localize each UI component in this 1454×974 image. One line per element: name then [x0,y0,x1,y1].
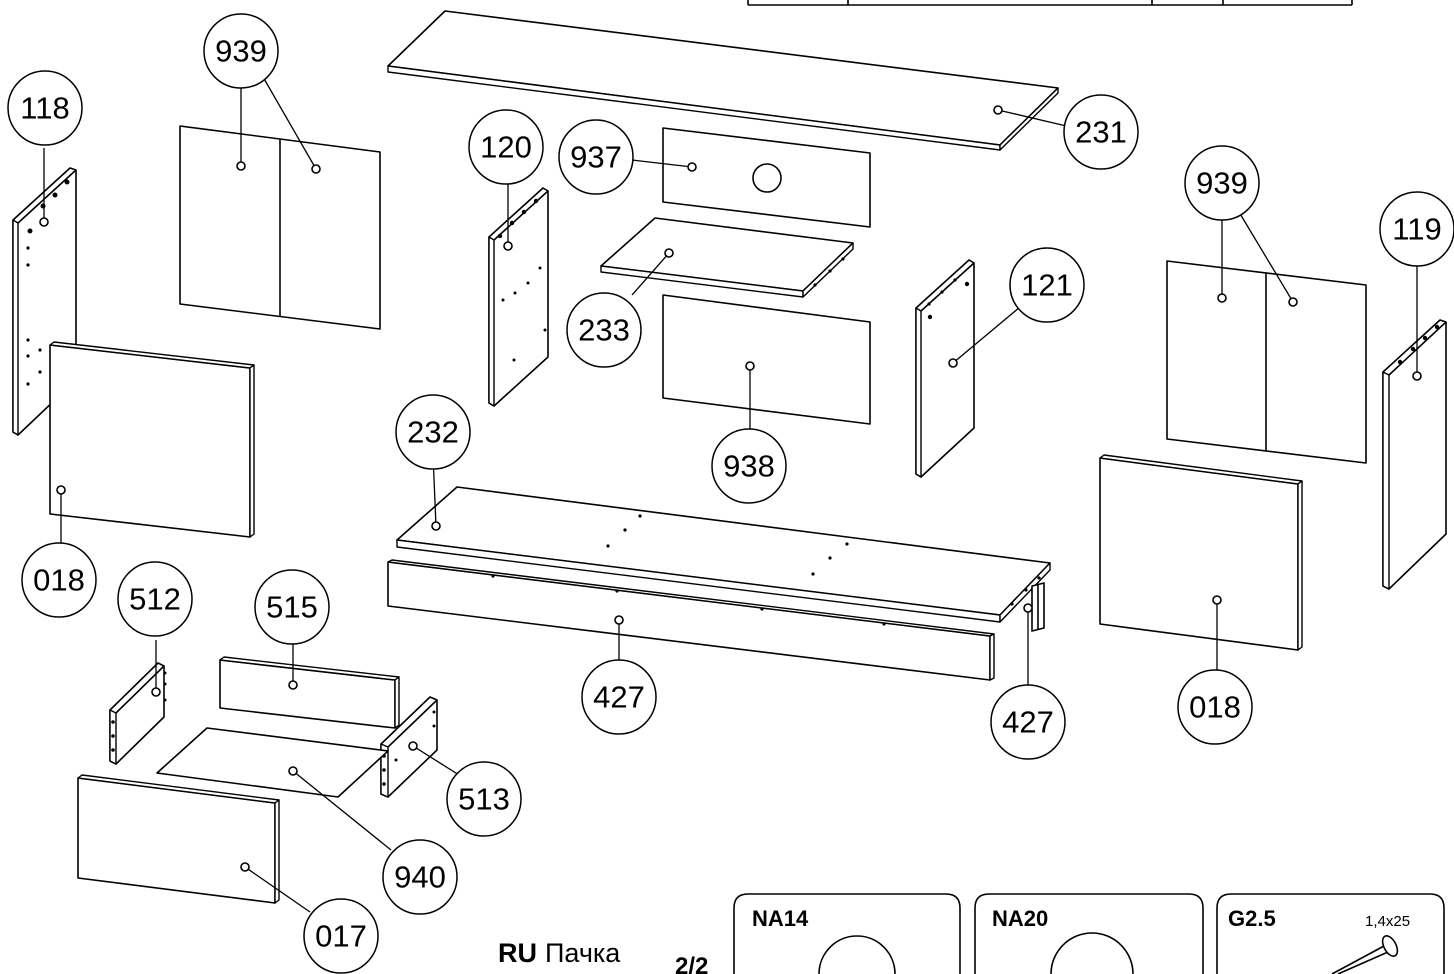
bubble-937: 937 [558,119,634,195]
package-word: Пачка [545,938,621,968]
bubble-427-front: 427 [581,659,657,735]
parts-table-fragment [747,0,1353,6]
panel-121 [915,259,1021,478]
label-515: 515 [266,590,318,625]
panel-018-left [49,341,255,545]
bubble-232: 232 [395,394,471,470]
label-937: 937 [570,140,622,175]
label-119: 119 [1392,212,1441,247]
label-427-front: 427 [593,680,645,715]
plinth-427-side [1023,582,1045,695]
bubble-938: 938 [711,428,787,504]
panel-232 [396,454,1051,623]
doors-939-left [179,69,381,330]
dowel-icon [818,935,896,974]
package-fraction: 2/2 [675,953,708,974]
hardware-label-g25: G2.5 [1228,906,1276,931]
label-018-right: 018 [1189,690,1241,725]
bubble-939-left: 939 [203,13,279,89]
drawer-back-515 [219,643,400,729]
bubble-512: 512 [117,561,193,637]
hardware-size-g25: 1,4x25 [1365,913,1410,930]
panel-937 [631,127,871,228]
hardware-box-na20: NA20 [974,893,1204,974]
language-code: RU [498,938,537,968]
drawer-bottom-940 [156,727,392,851]
label-232: 232 [407,415,459,450]
bubble-017: 017 [303,898,379,974]
bubble-119: 119 [1379,191,1454,267]
label-118: 118 [20,91,69,126]
drawer-side-512 [109,640,167,765]
label-017: 017 [315,919,367,954]
label-939-left: 939 [215,34,267,69]
panel-231 [387,10,1076,151]
label-233: 233 [578,313,630,348]
nail-icon [1331,935,1399,974]
bubble-939-right: 939 [1184,145,1260,221]
bubble-121: 121 [1009,247,1085,323]
doors-939-right [1166,211,1367,464]
panel-119 [1382,254,1447,590]
bubble-940: 940 [382,839,458,915]
bubble-427-side: 427 [990,684,1066,760]
drawer-side-513 [380,696,460,798]
bubble-233: 233 [566,292,642,368]
label-018-left: 018 [33,563,85,598]
hardware-box-g25: G2.5 1,4x25 [1216,893,1445,974]
hardware-label-na14: NA14 [752,906,809,931]
bubble-120: 120 [468,109,544,185]
label-938: 938 [723,449,775,484]
label-513: 513 [458,782,510,817]
bubble-515: 515 [254,569,330,645]
bubble-118: 118 [7,70,83,146]
panel-233 [600,217,854,298]
hardware-box-na14: NA14 [733,893,961,974]
dowel-icon [1050,932,1134,974]
bubble-018-right: 018 [1177,669,1253,745]
label-120: 120 [480,130,532,165]
label-121: 121 [1021,268,1073,303]
label-940: 940 [394,860,446,895]
drawer-front-017 [77,774,311,913]
plinth-427-front [387,559,995,681]
package-label: RU Пачка 2/2 [498,938,708,974]
bubble-231: 231 [1063,94,1139,170]
bubble-513: 513 [446,761,522,837]
label-231: 231 [1075,115,1127,150]
panel-120 [488,183,549,407]
panel-018-right [1099,454,1303,676]
label-512: 512 [129,582,181,617]
panel-938 [662,294,871,433]
hardware-label-na20: NA20 [992,906,1048,931]
bubble-018-left: 018 [21,542,97,618]
label-427-side: 427 [1002,705,1054,740]
label-939-right: 939 [1196,166,1248,201]
